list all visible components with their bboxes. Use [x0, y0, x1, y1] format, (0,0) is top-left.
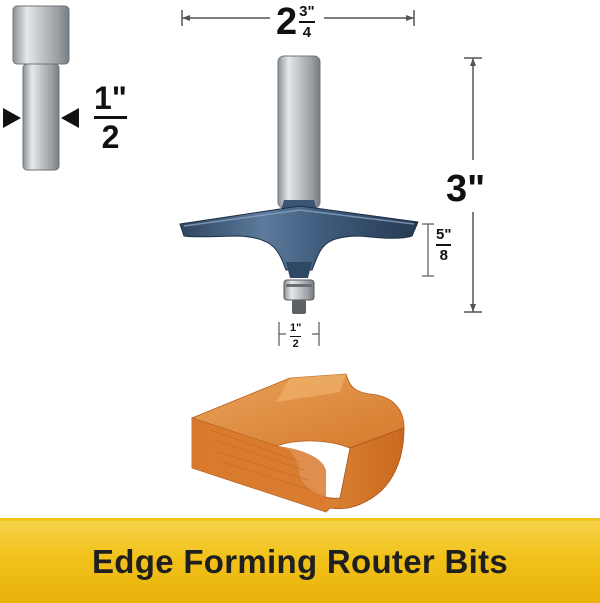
cut-width-denominator: 4 — [302, 24, 312, 41]
cut-width-numerator: 3" — [299, 3, 315, 20]
bearing-size-label: 1" 2 — [290, 318, 302, 350]
cut-width-whole: 2 — [276, 0, 298, 43]
shank-numerator: 1" — [94, 80, 127, 116]
bearing-dimension-line — [278, 322, 320, 346]
cutting-height-denominator: 8 — [439, 247, 448, 264]
cut-width-label: 2 3" 4 — [276, 0, 315, 44]
length-dimension-line — [464, 57, 482, 313]
cutting-height-numerator: 5" — [436, 226, 452, 243]
cut-width-dimension-line — [181, 10, 415, 26]
cutting-height-label: 5" 8 — [436, 226, 452, 264]
bearing-numerator: 1" — [290, 322, 302, 334]
wood-profile-icon — [190, 373, 405, 513]
bearing-denominator: 2 — [292, 338, 299, 350]
router-bit-icon — [179, 55, 419, 314]
shank-denominator: 2 — [101, 119, 120, 155]
cutting-height-dimension-line — [422, 223, 434, 277]
title-banner: Edge Forming Router Bits — [0, 518, 600, 603]
shank-size-label: 1" 2 — [94, 82, 127, 153]
shank-diagram-icon — [3, 5, 79, 171]
overall-length-label: 3" — [446, 168, 486, 210]
banner-title: Edge Forming Router Bits — [91, 543, 509, 580]
